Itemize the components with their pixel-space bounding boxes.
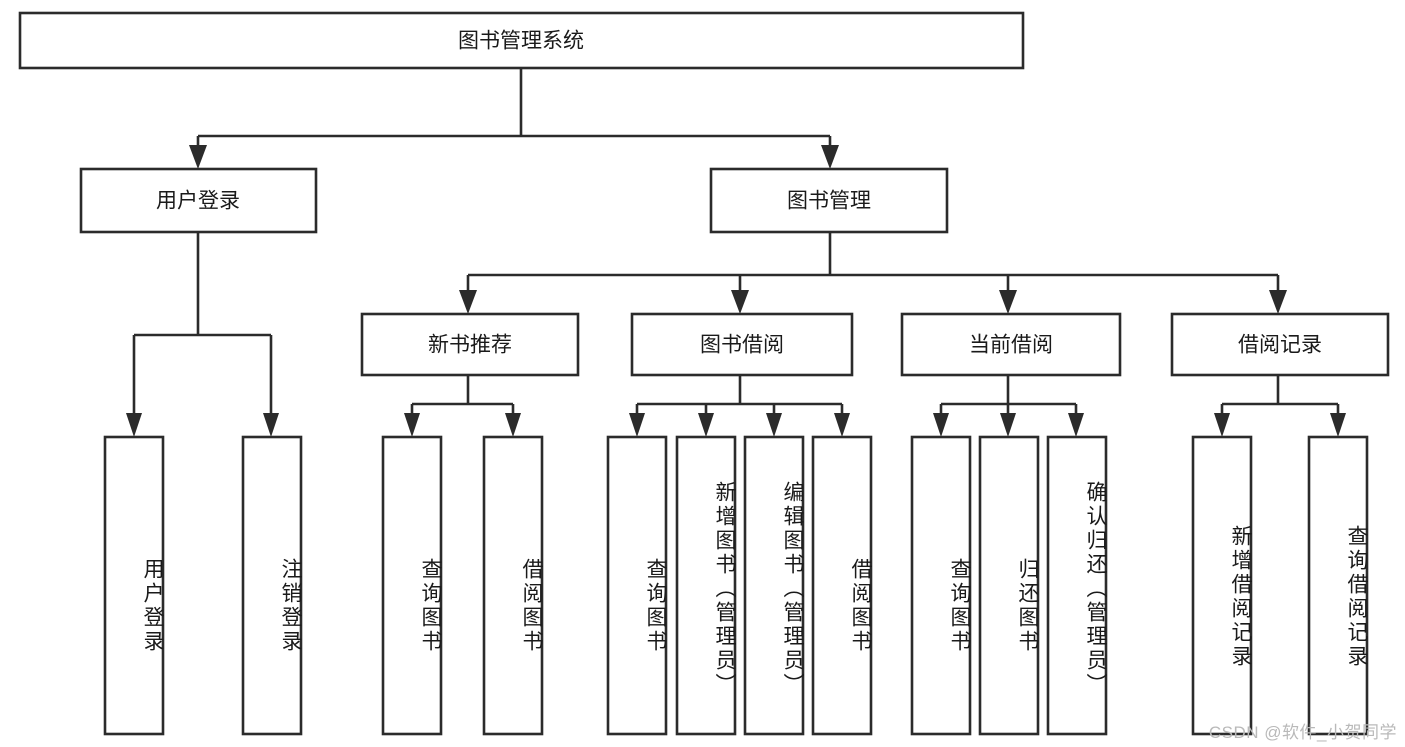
node-label-book-borrow: 图书借阅 — [700, 334, 784, 357]
node-box-borrow-record[interactable] — [1170, 312, 1390, 377]
node-box-root[interactable] — [18, 11, 1025, 70]
node-box-book-management[interactable] — [709, 167, 949, 234]
node-box-leaf-borrow-book-1[interactable] — [482, 435, 544, 736]
node-box-leaf-confirm-return-admin[interactable] — [1046, 435, 1108, 736]
node-box-leaf-query-book-1[interactable] — [381, 435, 443, 736]
node-label-current-borrow: 当前借阅 — [969, 334, 1053, 357]
connector-group-newbook — [404, 375, 521, 437]
arrow-icon-book-mgmt-to-current — [999, 290, 1017, 314]
node-box-leaf-borrow-book-2[interactable] — [811, 435, 873, 736]
arrow-icon-record-leaf-1 — [1214, 413, 1230, 437]
arrow-icon-book-mgmt-to-record — [1269, 290, 1287, 314]
arrow-icon-current-leaf-2 — [1000, 413, 1016, 437]
arrow-icon-borrow-leaf-3 — [766, 413, 782, 437]
node-box-leaf-logout[interactable] — [241, 435, 303, 736]
node-box-leaf-return-book[interactable] — [978, 435, 1040, 736]
connector-group-record — [1214, 375, 1346, 437]
arrow-icon-record-leaf-2 — [1330, 413, 1346, 437]
connector-group-current — [933, 375, 1084, 437]
node-box-leaf-add-book-admin[interactable] — [675, 435, 737, 736]
arrow-icon-borrow-leaf-2 — [698, 413, 714, 437]
arrow-icon-user-login-leaf-2 — [263, 413, 279, 437]
connector-group-book-mgmt — [459, 232, 1287, 314]
node-label-borrow-record: 借阅记录 — [1238, 334, 1322, 357]
arrow-icon-book-mgmt-to-borrow — [731, 290, 749, 314]
connector-group-user-login — [126, 232, 279, 437]
node-box-leaf-user-login[interactable] — [103, 435, 165, 736]
arrow-icon-newbook-leaf-2 — [505, 413, 521, 437]
arrow-icon-book-mgmt-to-newbook — [459, 290, 477, 314]
node-box-leaf-query-book-2[interactable] — [606, 435, 668, 736]
arrow-icon-root-to-user-login — [189, 145, 207, 169]
node-box-book-borrow[interactable] — [630, 312, 854, 377]
arrow-icon-root-to-book-mgmt — [821, 145, 839, 169]
arrow-icon-user-login-leaf-1 — [126, 413, 142, 437]
watermark-text: CSDN @软件_小贺同学 — [1208, 723, 1397, 742]
connector-group-root — [189, 68, 839, 169]
node-box-leaf-add-borrow-record[interactable] — [1191, 435, 1253, 736]
node-box-current-borrow[interactable] — [900, 312, 1122, 377]
node-label-book-management: 图书管理 — [787, 190, 871, 213]
node-label-root: 图书管理系统 — [458, 30, 584, 53]
connector-group-borrow — [629, 375, 850, 437]
node-box-user-login[interactable] — [79, 167, 318, 234]
node-label-new-book-recommend: 新书推荐 — [428, 334, 512, 357]
arrow-icon-borrow-leaf-4 — [834, 413, 850, 437]
arrow-icon-borrow-leaf-1 — [629, 413, 645, 437]
arrow-icon-newbook-leaf-1 — [404, 413, 420, 437]
node-box-leaf-edit-book-admin[interactable] — [743, 435, 805, 736]
arrow-icon-current-leaf-3 — [1068, 413, 1084, 437]
node-box-new-book-recommend[interactable] — [360, 312, 580, 377]
node-box-leaf-query-book-3[interactable] — [910, 435, 972, 736]
node-box-leaf-query-borrow-record[interactable] — [1307, 435, 1369, 736]
node-label-user-login: 用户登录 — [156, 190, 240, 213]
arrow-icon-current-leaf-1 — [933, 413, 949, 437]
